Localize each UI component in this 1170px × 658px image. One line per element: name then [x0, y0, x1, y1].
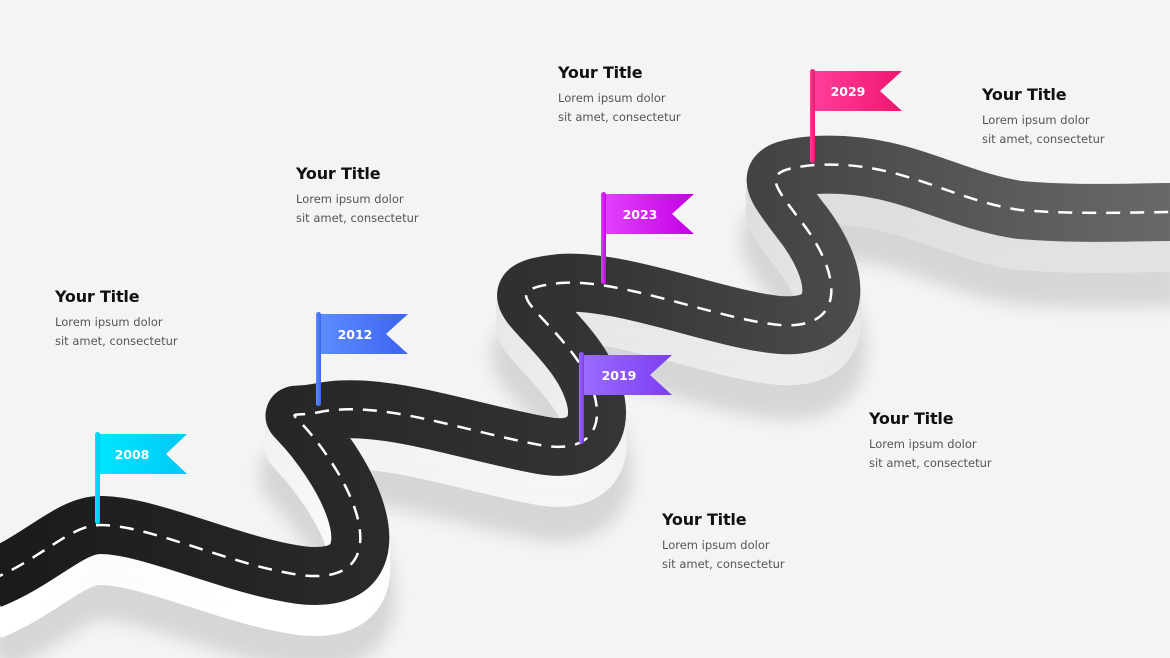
milestone-text-2008: Your Title Lorem ipsum dolor sit amet, c… — [55, 287, 255, 351]
flag-2029: 2029 — [810, 69, 902, 163]
milestone-text-2023: Your Title Lorem ipsum dolor sit amet, c… — [558, 63, 758, 127]
flag-2019: 2019 — [579, 352, 672, 444]
milestone-text-2019: Your Title Lorem ipsum dolor sit amet, c… — [662, 510, 862, 574]
milestone-desc-line1: Lorem ipsum dolor — [296, 192, 404, 206]
milestone-desc-line2: sit amet, consectetur — [869, 456, 992, 470]
milestone-text-mid: Your Title Lorem ipsum dolor sit amet, c… — [869, 409, 1069, 473]
flag-2023: 2023 — [601, 192, 694, 284]
milestone-desc-line1: Lorem ipsum dolor — [869, 437, 977, 451]
flag-year-label: 2029 — [831, 84, 866, 99]
milestone-title: Your Title — [869, 409, 954, 428]
milestone-desc-line1: Lorem ipsum dolor — [662, 538, 770, 552]
flag-pole — [810, 69, 815, 163]
milestone-desc-line1: Lorem ipsum dolor — [982, 113, 1090, 127]
flag-pole — [316, 312, 321, 406]
road — [0, 135, 1170, 658]
flag-year-label: 2012 — [338, 327, 373, 342]
flag-2012: 2012 — [316, 312, 408, 406]
milestone-desc-line1: Lorem ipsum dolor — [55, 315, 163, 329]
flag-year-label: 2023 — [623, 207, 658, 222]
flag-pole — [95, 432, 100, 524]
milestone-desc-line2: sit amet, consectetur — [55, 334, 178, 348]
milestone-title: Your Title — [296, 164, 381, 183]
flag-pole — [601, 192, 606, 284]
milestone-title: Your Title — [662, 510, 747, 529]
milestone-title: Your Title — [558, 63, 643, 82]
milestone-title: Your Title — [982, 85, 1067, 104]
milestone-desc-line2: sit amet, consectetur — [558, 110, 681, 124]
milestone-desc-line2: sit amet, consectetur — [662, 557, 785, 571]
flag-year-label: 2008 — [115, 447, 150, 462]
flag-2008: 2008 — [95, 432, 187, 524]
milestone-desc-line1: Lorem ipsum dolor — [558, 91, 666, 105]
milestone-text-2012: Your Title Lorem ipsum dolor sit amet, c… — [296, 164, 496, 228]
milestone-desc-line2: sit amet, consectetur — [982, 132, 1105, 146]
flag-pole — [579, 352, 584, 444]
milestone-text-2029: Your Title Lorem ipsum dolor sit amet, c… — [982, 85, 1170, 149]
milestone-desc-line2: sit amet, consectetur — [296, 211, 419, 225]
milestone-title: Your Title — [55, 287, 140, 306]
flag-year-label: 2019 — [602, 368, 637, 383]
